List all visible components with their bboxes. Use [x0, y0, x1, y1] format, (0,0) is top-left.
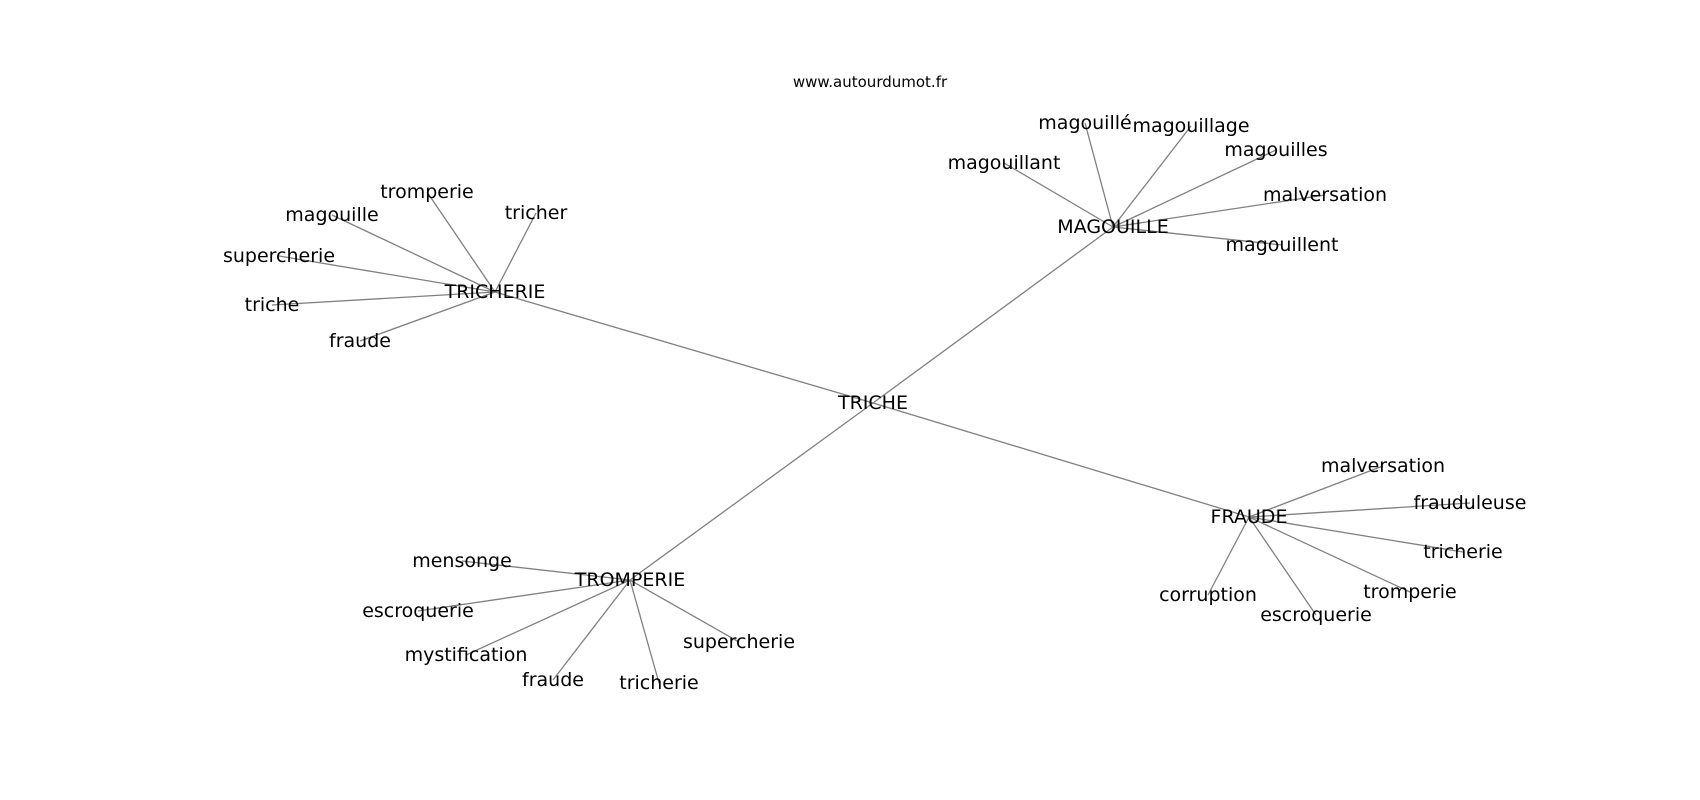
leaf-node: tromperie: [1363, 581, 1457, 603]
edge-center-to-cluster: [629, 402, 874, 581]
leaf-node: escroquerie: [362, 600, 474, 622]
leaf-node: magouillage: [1132, 115, 1249, 137]
edge-cluster-to-leaf: [465, 579, 631, 656]
leaf-node: mystification: [405, 644, 528, 666]
edge-cluster-to-leaf: [1248, 516, 1411, 593]
leaf-node: magouillé: [1038, 112, 1131, 134]
edge-cluster-to-leaf: [1207, 516, 1250, 596]
edge-cluster-to-leaf: [629, 579, 660, 684]
edge-cluster-to-leaf: [426, 191, 496, 293]
graph-labels: www.autourdumot.fr TRICHE TRICHERIE trompe…: [223, 73, 1526, 694]
leaf-node: mensonge: [412, 550, 512, 572]
leaf-node: escroquerie: [1260, 604, 1372, 626]
edge-center-to-cluster: [872, 226, 1114, 404]
leaf-node: supercherie: [223, 245, 335, 267]
cluster-node: FRAUDE: [1211, 506, 1288, 528]
leaf-node: magouillent: [1226, 234, 1339, 256]
edge-cluster-to-leaf: [1112, 125, 1192, 228]
edge-cluster-to-leaf: [1112, 149, 1277, 228]
edge-center-to-cluster: [872, 402, 1250, 518]
edge-cluster-to-leaf: [278, 255, 496, 293]
leaf-node: tricherie: [1423, 541, 1503, 563]
leaf-node: magouilles: [1224, 139, 1327, 161]
edge-cluster-to-leaf: [1112, 194, 1326, 228]
leaf-node: fraude: [522, 669, 584, 691]
edge-cluster-to-leaf: [1084, 122, 1114, 228]
site-url: www.autourdumot.fr: [793, 73, 948, 91]
edge-cluster-to-leaf: [1248, 502, 1471, 518]
cluster-node: TRICHERIE: [444, 281, 546, 303]
edge-cluster-to-leaf: [331, 214, 496, 293]
leaf-node: fraude: [329, 330, 391, 352]
leaf-node: malversation: [1263, 184, 1387, 206]
edge-cluster-to-leaf: [417, 579, 631, 612]
edge-cluster-to-leaf: [271, 291, 496, 306]
leaf-node: frauduleuse: [1414, 492, 1527, 514]
edge-cluster-to-leaf: [494, 212, 537, 293]
leaf-node: supercherie: [683, 631, 795, 653]
cluster-node: MAGOUILLE: [1057, 216, 1168, 238]
center-node: TRICHE: [837, 392, 908, 414]
leaf-node: magouillant: [948, 152, 1061, 174]
leaf-node: triche: [245, 294, 300, 316]
edge-cluster-to-leaf: [1112, 226, 1283, 246]
leaf-node: tricher: [505, 202, 568, 224]
edge-cluster-to-leaf: [1003, 162, 1114, 228]
edge-cluster-to-leaf: [629, 579, 740, 643]
edge-cluster-to-leaf: [1248, 516, 1464, 553]
leaf-node: corruption: [1159, 584, 1257, 606]
leaf-node: malversation: [1321, 455, 1445, 477]
leaf-node: tricherie: [619, 672, 699, 694]
edge-cluster-to-leaf: [1248, 516, 1317, 616]
edge-cluster-to-leaf: [1248, 465, 1384, 518]
edge-cluster-to-leaf: [552, 579, 631, 681]
graph-edges: [271, 122, 1471, 684]
edge-cluster-to-leaf: [359, 291, 496, 342]
edge-cluster-to-leaf: [461, 560, 631, 581]
leaf-node: magouille: [285, 204, 378, 226]
cluster-node: TROMPERIE: [574, 569, 685, 591]
leaf-node: tromperie: [380, 181, 474, 203]
edge-center-to-cluster: [494, 291, 874, 404]
